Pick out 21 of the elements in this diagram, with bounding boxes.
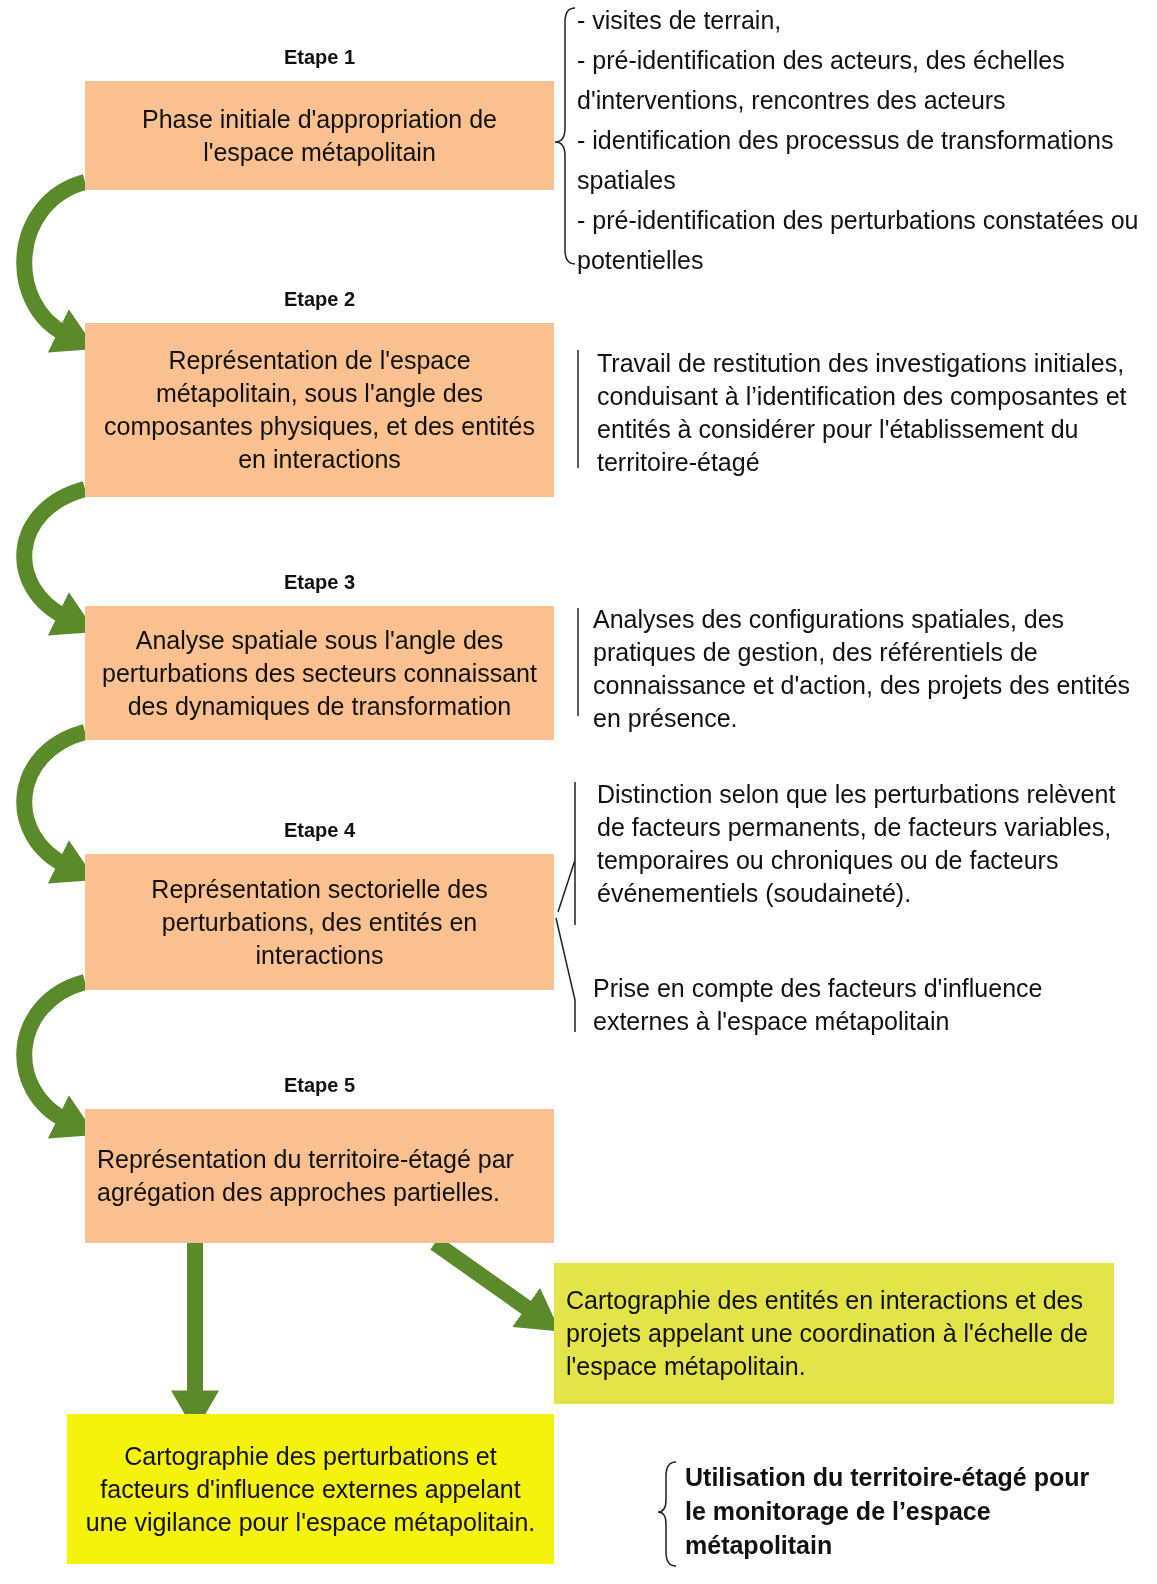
annotation-text: Prise en compte des facteurs d'influence externes à l'espace métapolitain <box>593 973 1044 1037</box>
step-heading: Etape 1 <box>283 45 356 70</box>
annotation-text: - identification des processus de transformations spatiales <box>577 125 1115 196</box>
step-description: Représentation sectorielle des perturbations, des entités en interactions <box>150 873 489 971</box>
step-description: Cartographie des entités en interactions et des projets appelant une coordination à l'échelle de l'espace métapolitain. <box>566 1285 1089 1382</box>
step-description: Représentation de l'espace métapolitain, sous l'angle des composantes physiques, et des entités en interactions <box>103 345 536 475</box>
step-heading: Etape 5 <box>283 1073 356 1098</box>
annotation-text: Travail de restitution des investigations initiales, conduisant à l’identification des composantes et entités à considérer pour l'établissement du territoire-étagé <box>597 348 1128 478</box>
step-heading: Etape 3 <box>283 570 356 595</box>
annotation-text: - visites de terrain, <box>577 5 783 36</box>
note-text: Utilisation du territoire-étagé pour le monitorage de l’espace métapolitain <box>685 1462 1091 1561</box>
annotation-text: - pré-identification des acteurs, des échelles d'interventions, rencontres des acteurs <box>577 45 1066 116</box>
step-description: Représentation du territoire-étagé par agrégation des approches partielles. <box>97 1144 515 1208</box>
step-heading: Etape 2 <box>283 287 356 312</box>
annotation-text: Analyses des configurations spatiales, des pratiques de gestion, des référentiels de connaissance et d'action, des projets des entités en présence. <box>593 604 1132 734</box>
step-description: Cartographie des perturbations et facteurs d'influence externes appelant une vigilance pour l'espace métapolitain. <box>84 1440 537 1538</box>
step-description: Phase initiale d'appropriation de l'espace métapolitain <box>141 103 498 168</box>
step-description: Analyse spatiale sous l'angle des perturbations des secteurs connaissant des dynamiques de transformation <box>101 624 538 722</box>
annotation-text: Distinction selon que les perturbations relèvent de facteurs permanents, de facteurs variables, temporaires ou chroniques ou de facteurs événementiels (soudaineté). <box>597 779 1117 909</box>
step-heading: Etape 4 <box>283 818 356 843</box>
annotation-text: - pré-identification des perturbations constatées ou potentielles <box>577 205 1140 276</box>
